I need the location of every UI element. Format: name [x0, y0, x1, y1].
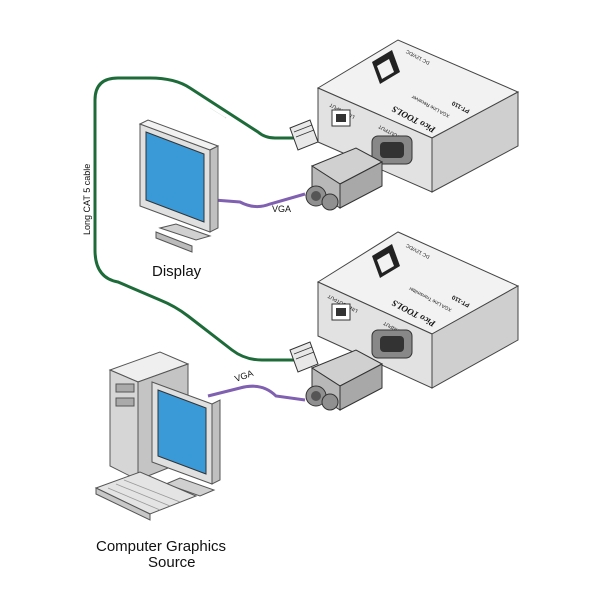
receiver-vga-plug	[305, 147, 384, 211]
cat5-cable: Long CAT 5 cable	[82, 76, 298, 362]
receiver-device: Pico TOOLS PT-110 XGA Line Receiver DC 1…	[316, 39, 520, 193]
transmitter-vga-plug	[305, 349, 384, 411]
transmitter-device: Pico TOOLS PT-110 XGA Line Transmitter D…	[316, 231, 520, 389]
cat5-cable-path	[93, 76, 298, 362]
cat5-arrow-top	[209, 107, 227, 119]
source-label-line2: Source	[148, 554, 196, 571]
receiver-side-face	[431, 91, 519, 193]
vga-bottom-label: VGA	[233, 368, 254, 384]
display-label: Display	[152, 263, 202, 280]
cat5-arrow-bottom	[169, 303, 183, 313]
receiver-logo-icon	[372, 50, 400, 84]
source-label-line1: Computer Graphics	[96, 538, 226, 555]
vga-cable-bottom: VGA	[207, 368, 306, 402]
vga-top-label: VGA	[272, 204, 291, 214]
cable-label: Long CAT 5 cable	[82, 164, 92, 235]
transmitter-cat5-plug	[289, 341, 319, 373]
computer-monitor-icon	[151, 381, 221, 497]
vga-cable-top: VGA	[213, 192, 306, 214]
keyboard-icon	[94, 471, 198, 521]
receiver-cat5-plug	[289, 119, 319, 151]
display-monitor-icon	[138, 119, 220, 253]
transmitter-side-face	[431, 285, 519, 389]
transmitter-logo-icon	[372, 244, 400, 278]
